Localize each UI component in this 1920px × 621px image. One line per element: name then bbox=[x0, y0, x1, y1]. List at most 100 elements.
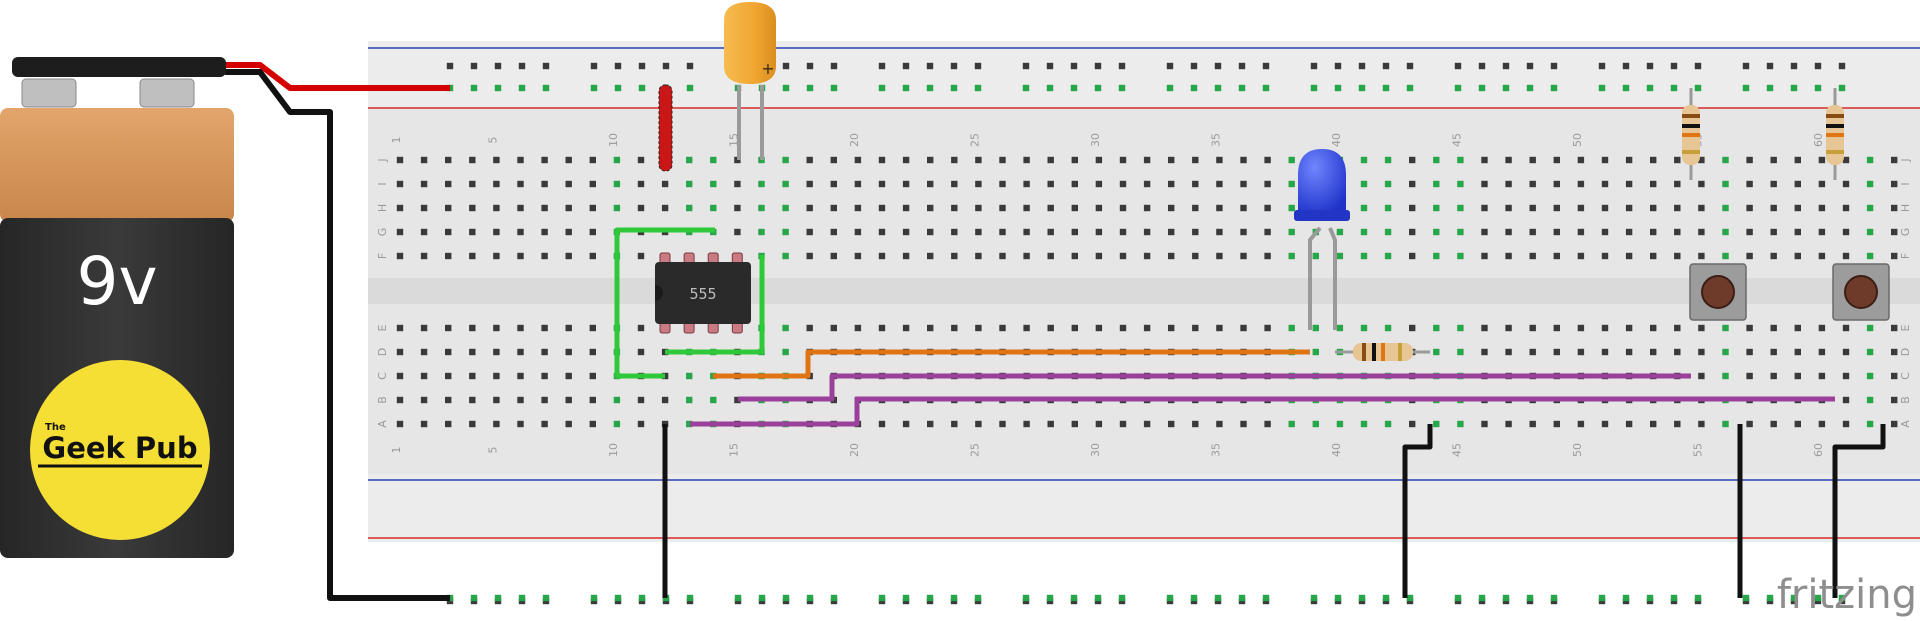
resistor-band bbox=[1682, 114, 1700, 118]
breadboard-hole bbox=[1481, 228, 1488, 236]
led-leg-right bbox=[1328, 227, 1337, 330]
rail-hole bbox=[518, 594, 526, 602]
breadboard-hole bbox=[1674, 228, 1681, 236]
ic-body bbox=[655, 262, 751, 324]
ic-555-chip: 555 bbox=[655, 252, 751, 334]
breadboard-hole bbox=[1360, 180, 1368, 188]
breadboard-hole bbox=[469, 156, 476, 164]
rail-hole bbox=[446, 62, 454, 70]
breadboard-hole bbox=[902, 252, 910, 260]
rail-hole bbox=[806, 84, 814, 92]
breadboard-hole bbox=[1240, 204, 1247, 212]
breadboard-hole bbox=[999, 156, 1006, 164]
breadboard-hole bbox=[1457, 420, 1464, 428]
breadboard-hole bbox=[1818, 180, 1826, 188]
breadboard-hole bbox=[469, 204, 476, 212]
breadboard-hole bbox=[686, 204, 693, 212]
push-button-2[interactable] bbox=[1832, 263, 1890, 321]
breadboard-hole bbox=[1216, 204, 1223, 212]
rail-hole bbox=[1070, 594, 1078, 602]
breadboard-hole bbox=[999, 180, 1006, 188]
breadboard-hole bbox=[613, 204, 621, 212]
rail-hole bbox=[1118, 84, 1126, 92]
rail-hole bbox=[470, 84, 478, 92]
column-label: 30 bbox=[1089, 443, 1102, 457]
breadboard-hole bbox=[1047, 420, 1054, 428]
push-button-1-cap[interactable] bbox=[1701, 275, 1735, 309]
breadboard-hole bbox=[1168, 156, 1175, 164]
breadboard-hole bbox=[517, 228, 524, 236]
breadboard-hole bbox=[1505, 180, 1512, 188]
push-button-1[interactable] bbox=[1689, 263, 1747, 321]
breadboard-hole bbox=[445, 252, 452, 260]
breadboard-hole bbox=[1601, 348, 1609, 356]
led-base bbox=[1294, 210, 1350, 221]
breadboard-hole bbox=[806, 204, 813, 212]
breadboard-hole bbox=[758, 228, 765, 236]
breadboard-hole bbox=[493, 348, 500, 356]
breadboard-hole bbox=[589, 324, 596, 332]
breadboard-hole bbox=[637, 348, 645, 356]
breadboard-hole bbox=[1143, 204, 1151, 212]
breadboard-hole bbox=[758, 204, 765, 212]
breadboard-hole bbox=[493, 252, 500, 260]
breadboard-hole bbox=[1529, 324, 1536, 332]
breadboard-hole bbox=[1698, 252, 1705, 260]
rail-hole bbox=[1190, 62, 1198, 70]
breadboard-hole bbox=[541, 372, 548, 380]
rail-hole bbox=[1838, 84, 1846, 92]
breadboard-hole bbox=[1818, 324, 1826, 332]
breadboard-hole bbox=[1119, 228, 1127, 236]
breadboard-hole bbox=[1143, 252, 1151, 260]
breadboard-hole bbox=[1794, 372, 1801, 380]
breadboard-hole bbox=[1360, 156, 1368, 164]
breadboard-hole bbox=[1071, 204, 1078, 212]
column-label: 30 bbox=[1089, 133, 1102, 147]
row-label: E bbox=[1899, 324, 1912, 331]
breadboard-hole bbox=[1866, 396, 1874, 404]
breadboard-hole bbox=[445, 372, 452, 380]
rail-hole bbox=[1742, 594, 1750, 602]
rail-hole bbox=[494, 594, 502, 602]
breadboard-hole bbox=[1674, 324, 1681, 332]
resistor-vertical-1 bbox=[1682, 88, 1700, 180]
breadboard-hole bbox=[1601, 324, 1609, 332]
rail-hole bbox=[1046, 594, 1054, 602]
rail-hole bbox=[1502, 594, 1510, 602]
breadboard-hole bbox=[1409, 204, 1416, 212]
breadboard-hole bbox=[1119, 204, 1127, 212]
breadboard-hole bbox=[1433, 252, 1440, 260]
breadboard-hole bbox=[1192, 324, 1199, 332]
breadboard-hole bbox=[517, 156, 524, 164]
breadboard-hole bbox=[1384, 252, 1392, 260]
breadboard-hole bbox=[975, 156, 982, 164]
rail-hole bbox=[974, 594, 982, 602]
breadboard-hole bbox=[1119, 180, 1127, 188]
breadboard-hole bbox=[1891, 420, 1898, 428]
breadboard-hole bbox=[396, 180, 404, 188]
rail-hole bbox=[1190, 594, 1198, 602]
breadboard-hole bbox=[1770, 228, 1777, 236]
breadboard-hole bbox=[1119, 252, 1127, 260]
rail-hole bbox=[1622, 84, 1630, 92]
rail-hole bbox=[902, 84, 910, 92]
rail-hole bbox=[902, 62, 910, 70]
breadboard-hole bbox=[420, 204, 428, 212]
breadboard-hole bbox=[589, 180, 596, 188]
row-label: J bbox=[376, 158, 389, 162]
breadboard-hole bbox=[1553, 228, 1560, 236]
breadboard-hole bbox=[710, 156, 717, 164]
breadboard-hole bbox=[1698, 228, 1705, 236]
breadboard-hole bbox=[806, 156, 813, 164]
push-button-2-cap[interactable] bbox=[1844, 275, 1878, 309]
breadboard-hole bbox=[1168, 228, 1175, 236]
breadboard-hole bbox=[1842, 228, 1850, 236]
breadboard-hole bbox=[734, 228, 741, 236]
rail-hole bbox=[1550, 62, 1558, 70]
breadboard-hole bbox=[686, 156, 693, 164]
breadboard-hole bbox=[1650, 348, 1657, 356]
breadboard-hole bbox=[613, 396, 621, 404]
breadboard-hole bbox=[1529, 252, 1536, 260]
breadboard-hole bbox=[469, 396, 476, 404]
breadboard-hole bbox=[1192, 228, 1199, 236]
